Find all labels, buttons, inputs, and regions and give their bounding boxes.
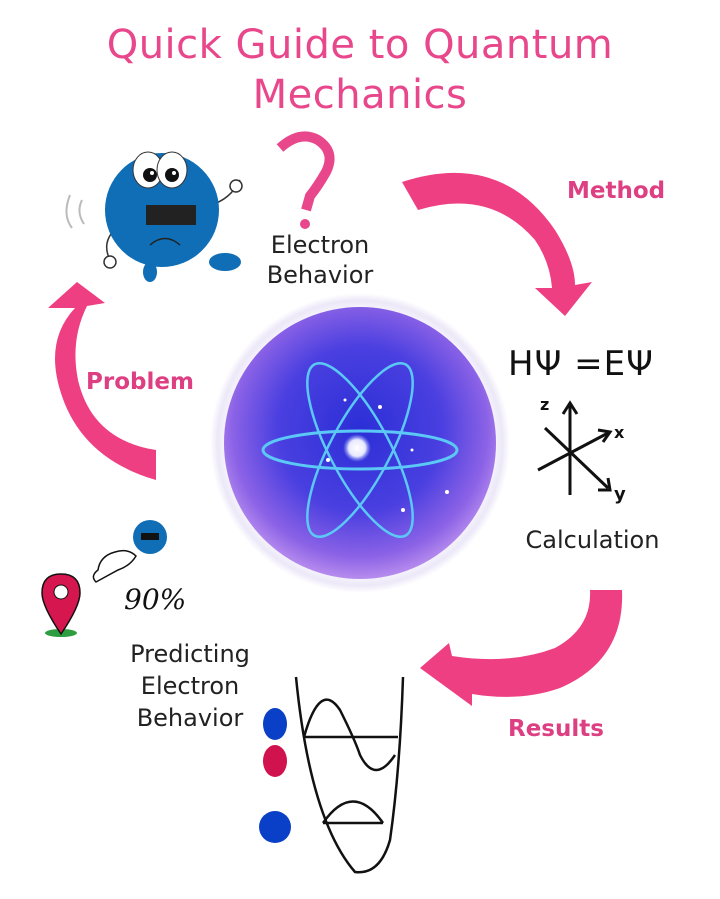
step-problem-label: Problem bbox=[86, 369, 194, 395]
potential-well-icon bbox=[294, 676, 405, 874]
axis-x-label: x bbox=[614, 423, 625, 442]
node-electron-behavior-line1: Electron bbox=[270, 231, 370, 259]
atom-icon bbox=[210, 293, 510, 593]
problem-arrow-icon bbox=[48, 282, 156, 480]
question-mark-icon bbox=[276, 131, 335, 229]
electron-character-icon bbox=[65, 151, 243, 282]
node-predicting-line3: Behavior bbox=[136, 704, 244, 732]
step-results-label: Results bbox=[508, 716, 604, 742]
node-electron-behavior: Electron Behavior bbox=[245, 230, 395, 290]
step-method-label: Method bbox=[567, 178, 666, 204]
node-electron-behavior-line2: Behavior bbox=[266, 261, 374, 289]
node-predicting-line2: Electron bbox=[140, 672, 240, 700]
probability-percent: 90% bbox=[124, 583, 187, 616]
axis-z-label: z bbox=[540, 395, 549, 414]
results-arrow-icon bbox=[420, 590, 623, 706]
title-line-1: Quick Guide to Quantum bbox=[106, 22, 614, 68]
location-pin-icon bbox=[41, 573, 81, 637]
node-calculation: Calculation bbox=[525, 526, 660, 554]
orbital-dots-icon bbox=[259, 708, 291, 843]
schrodinger-equation: HΨ =EΨ bbox=[508, 344, 654, 384]
page-title: Quick Guide to Quantum Mechanics bbox=[0, 20, 720, 120]
node-predicting-electron-behavior: Predicting Electron Behavior bbox=[110, 638, 270, 734]
axis-y-label: y bbox=[614, 484, 626, 505]
axes-icon bbox=[537, 400, 613, 495]
pointing-hand-icon bbox=[92, 549, 137, 583]
title-line-2: Mechanics bbox=[252, 72, 468, 118]
method-arrow-icon bbox=[402, 172, 592, 316]
node-predicting-line1: Predicting bbox=[130, 640, 250, 668]
small-electron-icon bbox=[133, 520, 167, 554]
